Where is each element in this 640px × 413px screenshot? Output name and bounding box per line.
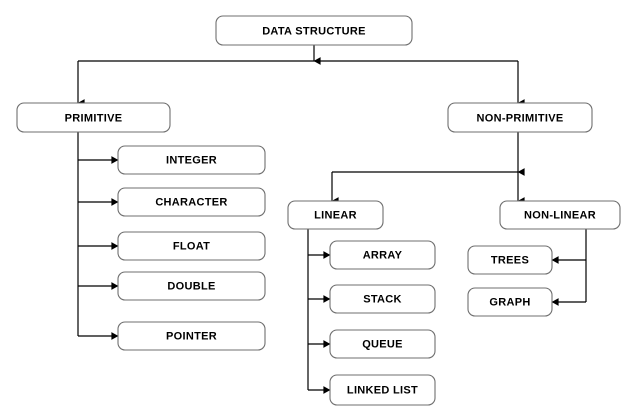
node-linked-list[interactable]: LINKED LIST [329,374,436,406]
node-queue-label: QUEUE [362,338,403,350]
node-array[interactable]: ARRAY [329,240,436,270]
node-non-primitive[interactable]: NON-PRIMITIVE [447,102,593,133]
node-data-structure-box[interactable] [215,15,413,46]
node-linear[interactable]: LINEAR [287,200,384,230]
node-trees-box[interactable] [467,245,553,275]
node-stack-label: STACK [363,293,402,305]
node-linked-list-label: LINKED LIST [347,384,418,396]
node-linear-label: LINEAR [314,209,357,221]
node-non-primitive-box[interactable] [447,102,593,133]
node-data-structure[interactable]: DATA STRUCTURE [215,15,413,46]
node-non-linear-label: NON-LINEAR [524,209,596,221]
node-float-box[interactable] [117,231,266,261]
node-integer[interactable]: INTEGER [117,145,266,175]
node-graph-label: GRAPH [489,296,530,308]
node-float-label: FLOAT [173,240,210,252]
node-linear-box[interactable] [287,200,384,230]
node-trees-label: TREES [491,254,529,266]
connector-layer [77,45,587,394]
node-stack-box[interactable] [329,284,436,314]
node-queue[interactable]: QUEUE [329,329,436,359]
node-non-primitive-label: NON-PRIMITIVE [476,112,563,124]
node-integer-box[interactable] [117,145,266,175]
node-character[interactable]: CHARACTER [117,187,266,217]
node-integer-label: INTEGER [166,154,217,166]
node-double-box[interactable] [117,271,266,301]
node-pointer-label: POINTER [166,330,217,342]
node-pointer[interactable]: POINTER [117,321,266,351]
node-non-linear[interactable]: NON-LINEAR [499,200,621,230]
node-character-label: CHARACTER [155,196,227,208]
node-layer: DATA STRUCTURE PRIMITIVE NON-PRIMITIVE I… [16,15,621,406]
node-primitive-label: PRIMITIVE [65,112,123,124]
node-linked-list-box[interactable] [329,374,436,406]
node-pointer-box[interactable] [117,321,266,351]
node-graph-box[interactable] [467,287,553,317]
node-queue-box[interactable] [329,329,436,359]
node-primitive-box[interactable] [16,102,171,133]
node-character-box[interactable] [117,187,266,217]
node-array-label: ARRAY [363,249,403,261]
node-double[interactable]: DOUBLE [117,271,266,301]
node-non-linear-box[interactable] [499,200,621,230]
node-float[interactable]: FLOAT [117,231,266,261]
node-stack[interactable]: STACK [329,284,436,314]
node-trees[interactable]: TREES [467,245,553,275]
node-array-box[interactable] [329,240,436,270]
node-graph[interactable]: GRAPH [467,287,553,317]
node-primitive[interactable]: PRIMITIVE [16,102,171,133]
node-data-structure-label: DATA STRUCTURE [262,25,366,37]
node-double-label: DOUBLE [167,280,215,292]
